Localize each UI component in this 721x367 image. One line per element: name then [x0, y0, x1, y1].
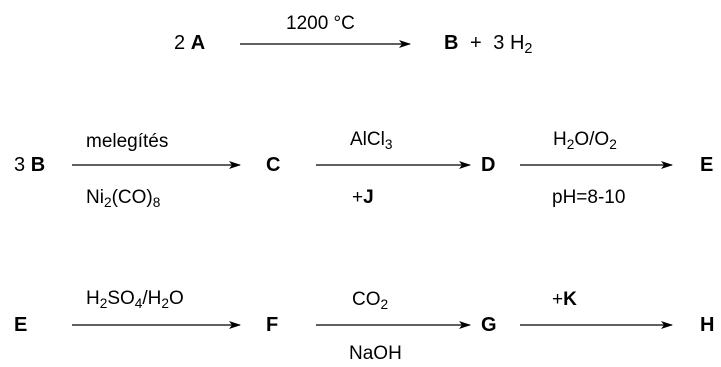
compound-label: B — [444, 32, 459, 54]
condition-plus-k: +K — [552, 289, 577, 310]
compound-g: G — [481, 314, 497, 336]
compound-e-start: E — [14, 314, 28, 336]
compound-f: F — [266, 314, 279, 336]
reactant-a: 2 A — [174, 33, 205, 53]
condition-naoh: NaOH — [349, 343, 402, 364]
condition-ph: pH=8-10 — [552, 187, 626, 208]
condition-plus-j: +J — [352, 187, 374, 208]
compound-label: A — [190, 32, 206, 54]
condition-catalyst: Ni2(CO)8 — [86, 187, 161, 210]
coefficient: 2 — [174, 32, 186, 54]
coefficient: 3 — [493, 32, 505, 54]
compound-e: E — [700, 154, 714, 176]
coefficient: 3 — [14, 154, 26, 176]
condition-water-oxygen: H2O/O2 — [553, 129, 617, 152]
condition-heating: melegítés — [86, 131, 169, 152]
compound-c: C — [266, 154, 281, 176]
condition-sulfuric-acid: H2SO4/H2O — [86, 288, 184, 311]
condition-alcl3: AlCl3 — [350, 129, 393, 152]
hydrogen-formula: H2 — [509, 32, 533, 58]
condition-co2: CO2 — [352, 289, 389, 312]
compound-d: D — [481, 154, 496, 176]
condition-temperature: 1200 °C — [286, 13, 355, 34]
product-b-and-hydrogen: B + 3 H2 — [444, 32, 533, 58]
compound-label: B — [30, 154, 46, 176]
compound-h: H — [700, 314, 715, 336]
start-3b: 3 B — [14, 155, 45, 175]
plus-sign: + — [470, 32, 482, 54]
